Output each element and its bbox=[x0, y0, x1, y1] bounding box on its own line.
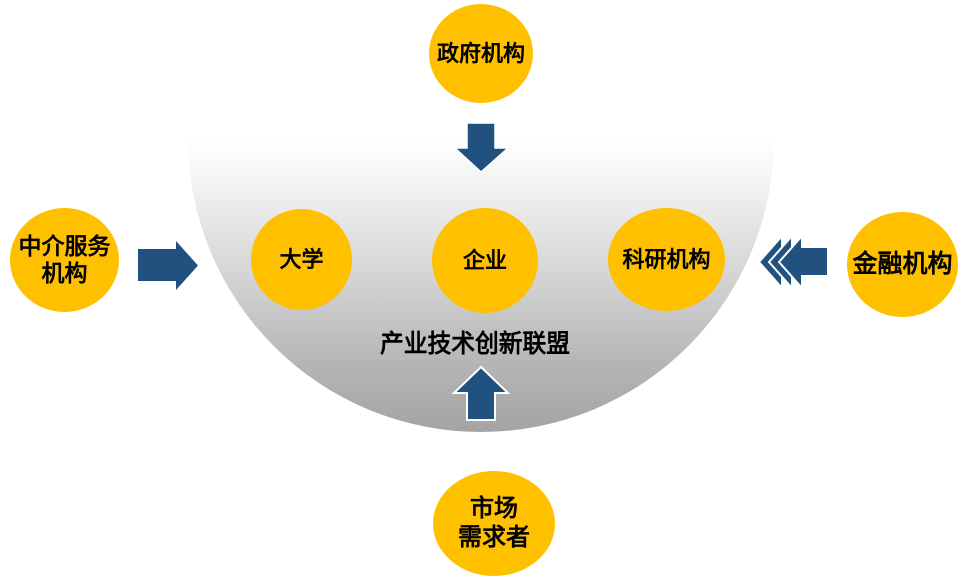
node-research: 科研机构 bbox=[608, 208, 725, 311]
node-government-label: 政府机构 bbox=[436, 40, 525, 66]
arrow-down-icon bbox=[453, 122, 510, 174]
node-intermediary: 中介服务 机构 bbox=[10, 208, 119, 312]
alliance-title: 产业技术创新联盟 bbox=[379, 330, 570, 358]
node-finance: 金融机构 bbox=[847, 212, 958, 317]
arrow-left-triple-chevron-icon bbox=[757, 233, 829, 291]
node-finance-label: 金融机构 bbox=[852, 249, 953, 278]
node-intermediary-line1: 中介服务 bbox=[18, 232, 111, 259]
node-government: 政府机构 bbox=[429, 4, 533, 103]
node-market-line2: 需求者 bbox=[458, 523, 530, 551]
arrow-up-icon bbox=[452, 365, 511, 421]
node-enterprise-label: 企业 bbox=[462, 247, 507, 273]
node-intermediary-label: 中介服务 机构 bbox=[19, 233, 111, 287]
node-research-label: 科研机构 bbox=[622, 246, 711, 272]
node-market: 市场 需求者 bbox=[433, 471, 555, 576]
node-university-label: 大学 bbox=[279, 246, 324, 272]
arrow-right-icon bbox=[138, 241, 198, 290]
node-market-line1: 市场 bbox=[470, 495, 518, 523]
node-enterprise: 企业 bbox=[432, 208, 538, 313]
node-market-label: 市场 需求者 bbox=[458, 495, 530, 552]
node-intermediary-line2: 机构 bbox=[41, 260, 88, 286]
node-university: 大学 bbox=[251, 209, 352, 310]
